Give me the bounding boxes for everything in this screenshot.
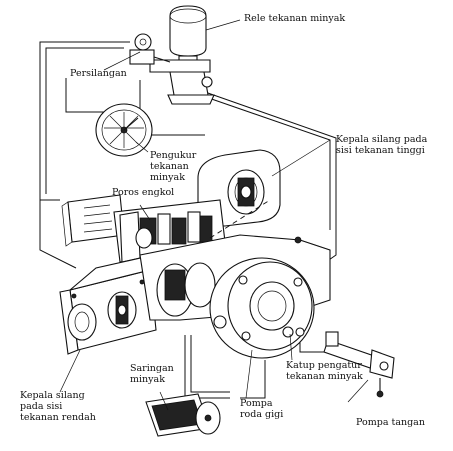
leader-lines (59, 19, 369, 411)
label-line: Pengukur (150, 150, 197, 161)
cross-fitting (129, 33, 171, 65)
label-line: Pompa tangan (356, 417, 425, 428)
label-line: Poros engkol (112, 187, 175, 198)
label-line: Katup pengatur (286, 360, 362, 371)
label-line: sisi tekanan tinggi (336, 145, 425, 156)
oil-pressure-relay (149, 5, 215, 105)
label-line: tekanan rendah (20, 412, 96, 423)
label-cross-fitting: Persilangan (70, 68, 127, 79)
low-side-crosshead (59, 249, 177, 355)
label-line: Persilangan (70, 68, 127, 79)
label-pressure-valve: Katup pengatur tekanan minyak (286, 360, 363, 382)
label-line: tekanan (150, 161, 189, 172)
label-line: minyak (150, 172, 185, 183)
label-oil-filter: Saringan minyak (130, 363, 174, 385)
label-line: minyak (130, 374, 165, 385)
label-pressure-relay: Rele tekanan minyak (244, 13, 345, 24)
label-line: roda gigi (240, 409, 284, 420)
pressure-gauge (95, 103, 153, 157)
label-line: Rele tekanan minyak (244, 13, 346, 24)
hand-pump (323, 331, 395, 398)
label-pressure-gauge: Pengukur tekanan minyak (150, 150, 196, 183)
label-hand-pump: Pompa tangan (356, 417, 425, 428)
label-crankshaft: Poros engkol (112, 187, 174, 198)
label-line: Kepala silang (20, 390, 85, 401)
label-line: tekanan minyak (286, 371, 363, 382)
oil-filter (145, 393, 221, 437)
label-line: Pompa (240, 398, 273, 409)
label-line: pada sisi (20, 401, 63, 412)
label-line: Saringan (130, 363, 174, 374)
label-low-side-crosshead: Kepala silang pada sisi tekanan rendah (20, 390, 96, 423)
label-high-side-crosshead: Kepala silang pada sisi tekanan tinggi (336, 134, 427, 156)
label-line: Kepala silang pada (336, 134, 428, 145)
label-gear-pump: Pompa roda gigi (240, 398, 283, 420)
gear-pump (209, 257, 315, 359)
